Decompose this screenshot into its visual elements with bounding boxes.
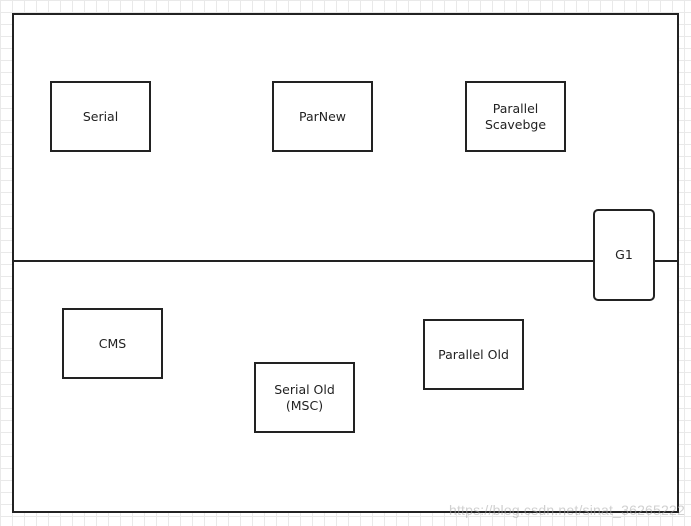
cms-collector-box[interactable]: CMS	[62, 308, 163, 379]
cms-collector-label: CMS	[98, 335, 127, 351]
serial-collector-box[interactable]: Serial	[50, 81, 151, 152]
serial-old-collector-label: Serial Old (MSC)	[274, 381, 335, 413]
g1-collector-label: G1	[615, 247, 633, 262]
parnew-collector-box[interactable]: ParNew	[272, 81, 373, 152]
parallel-scavenge-collector-label: Parallel Scavebge	[484, 100, 547, 132]
generation-divider-line	[12, 260, 679, 262]
watermark-text: https://blog.csdn.net/sinat_36265222	[448, 502, 685, 518]
parnew-collector-label: ParNew	[298, 108, 347, 124]
parallel-scavenge-collector-box[interactable]: Parallel Scavebge	[465, 81, 566, 152]
serial-old-collector-box[interactable]: Serial Old (MSC)	[254, 362, 355, 433]
parallel-old-collector-label: Parallel Old	[438, 346, 509, 362]
g1-collector-box[interactable]: G1	[593, 209, 655, 301]
parallel-old-collector-box[interactable]: Parallel Old	[423, 319, 524, 390]
serial-collector-label: Serial	[82, 108, 119, 124]
